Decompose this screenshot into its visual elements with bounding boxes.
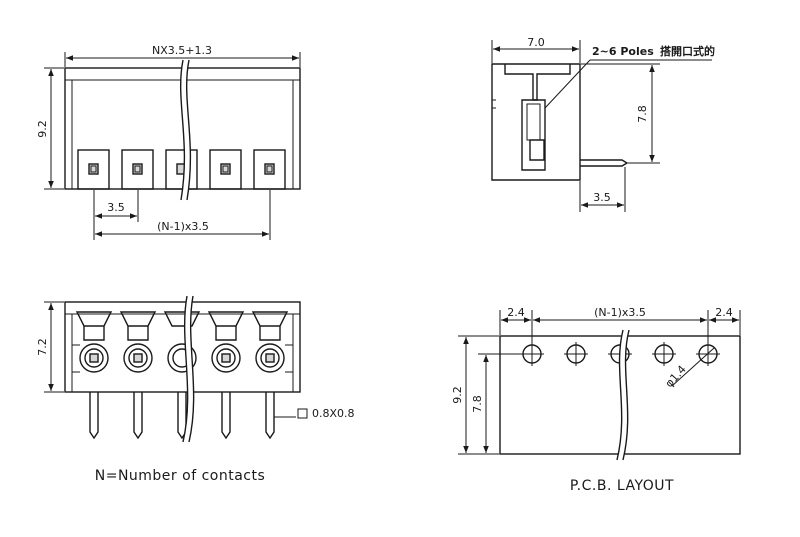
pcb-right-margin-dim: 2.4	[715, 306, 733, 319]
bottom-pin-dim: 0.8X0.8	[312, 407, 355, 420]
pcb-layout: 2.4 (N-1)x3.5 2.4 φ1.4 9.2 7.8 P.C.B. LA…	[451, 306, 741, 494]
bottom-height-dim: 7.2	[36, 338, 49, 356]
bottom-view: 7.2 0.8X0.8 N=Number of contacts	[36, 295, 355, 484]
side-view: 7.0 2~6 Poles 搭開口式的 7.8 3.5	[491, 36, 715, 212]
pcb-inner-height-dim: 7.8	[471, 395, 484, 413]
pcb-span-dim: (N-1)x3.5	[594, 306, 646, 319]
side-body	[491, 63, 581, 181]
front-span-dim: (N-1)x3.5	[157, 220, 209, 233]
pcb-hole-dim: φ1.4	[663, 363, 689, 390]
front-view: NX3.5+1.3 9.2 3.5 (N-1)x3.5	[36, 44, 301, 240]
pcb-outer-height-dim: 9.2	[451, 386, 464, 404]
front-height-dim: 9.2	[36, 120, 49, 138]
poles-note-cjk: 搭開口式的	[660, 44, 715, 58]
contacts-caption: N=Number of contacts	[95, 468, 266, 484]
front-contacts	[77, 149, 286, 190]
side-height-dim: 7.8	[636, 105, 649, 123]
bottom-body	[64, 301, 301, 393]
front-width-dim: NX3.5+1.3	[152, 44, 212, 57]
poles-note: 2~6 Poles	[592, 45, 654, 58]
front-pitch-dim: 3.5	[107, 201, 125, 214]
bottom-pins	[89, 392, 275, 440]
side-width-dim: 7.0	[527, 36, 545, 49]
bottom-terminals	[72, 311, 293, 373]
pcb-left-margin-dim: 2.4	[507, 306, 525, 319]
pcb-caption: P.C.B. LAYOUT	[570, 478, 674, 494]
side-pin-offset-dim: 3.5	[593, 191, 611, 204]
